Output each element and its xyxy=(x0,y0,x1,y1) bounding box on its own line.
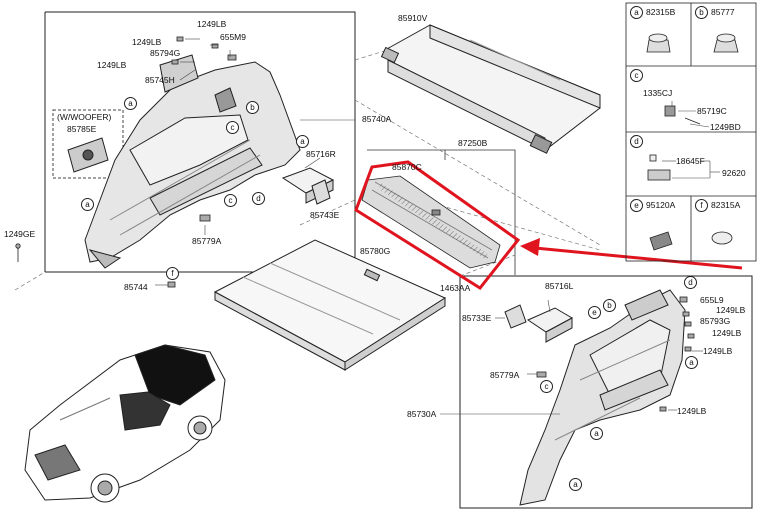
label-85779A-left: 85779A xyxy=(192,236,222,246)
callout-c-left-top: c xyxy=(226,121,239,134)
box-85716L xyxy=(526,307,574,343)
legend-parts xyxy=(646,33,739,251)
label-85716R: 85716R xyxy=(306,149,336,159)
legend-cell-c: c xyxy=(630,69,646,82)
callout-c-left-bottom: c xyxy=(224,194,237,207)
label-85740A: 85740A xyxy=(362,114,392,124)
legend-grid xyxy=(625,2,757,262)
label-85779A-right: 85779A xyxy=(490,370,520,380)
callout-b-right: b xyxy=(603,299,616,312)
label-1249LB-low: 1249LB xyxy=(97,60,127,70)
legend-callout-b: b xyxy=(695,6,708,19)
label-85743E: 85743E xyxy=(310,210,340,220)
callout-f-left: f xyxy=(166,267,179,280)
left-panel-frame xyxy=(44,11,356,273)
label-1249LB-r3: 1249LB xyxy=(703,346,733,356)
label-655M9: 655M9 xyxy=(220,32,246,42)
legend-b-part: 85777 xyxy=(711,6,735,17)
callout-d-right: d xyxy=(684,276,697,289)
legend-callout-d: d xyxy=(630,135,643,148)
highlight-box xyxy=(354,160,521,290)
callout-b-left: b xyxy=(246,101,259,114)
woofer-speaker xyxy=(67,137,109,173)
label-85794G: 85794G xyxy=(150,48,181,58)
label-85785E: 85785E xyxy=(67,124,97,134)
legend-e-part: 95120A xyxy=(646,199,676,210)
callout-a-left-bottom: a xyxy=(81,198,94,211)
label-85793G: 85793G xyxy=(700,316,731,326)
legend-a-part: 82315B xyxy=(646,6,676,17)
label-85745H: 85745H xyxy=(145,75,175,85)
label-85780G: 85780G xyxy=(360,246,391,256)
label-85744: 85744 xyxy=(124,282,148,292)
bracket-85743E xyxy=(311,179,331,205)
legend-f-part: 82315A xyxy=(711,199,741,210)
label-85733E: 85733E xyxy=(462,313,492,323)
label-1249LB-r1: 1249LB xyxy=(716,305,746,315)
sill-trim xyxy=(361,175,501,269)
callout-e-right: e xyxy=(588,306,601,319)
label-1249LB-r2: 1249LB xyxy=(712,328,742,338)
callout-d-left: d xyxy=(252,192,265,205)
label-655L9: 655L9 xyxy=(700,295,724,305)
right-fasteners xyxy=(536,296,695,412)
legend-d-part2: 92620 xyxy=(722,168,746,178)
left-fasteners xyxy=(15,36,237,288)
vehicle-illustration xyxy=(24,344,226,503)
label-1249LB-top: 1249LB xyxy=(197,19,227,29)
left-leader-lines xyxy=(155,38,355,286)
left-trim-panel xyxy=(84,54,301,269)
cargo-floor-board xyxy=(213,239,447,371)
label-1249LB-r4: 1249LB xyxy=(677,406,707,416)
cargo-cover xyxy=(380,24,601,154)
label-85870C: 85870C xyxy=(392,162,422,172)
label-85716L: 85716L xyxy=(545,281,574,291)
legend-d-part1: 18645F xyxy=(676,156,705,166)
legend-cell-d: d xyxy=(630,135,646,148)
label-85730A: 85730A xyxy=(407,409,437,419)
label-85910V: 85910V xyxy=(398,13,428,23)
legend-leaders xyxy=(662,101,720,179)
legend-callout-a: a xyxy=(630,6,643,19)
right-trim-panel xyxy=(519,289,686,506)
callout-c-right: c xyxy=(540,380,553,393)
center-box-frame xyxy=(367,149,516,275)
right-leader-lines xyxy=(440,299,703,415)
callout-a-right-bottom: a xyxy=(569,478,582,491)
callout-a-right-mid: a xyxy=(590,427,603,440)
callout-a-right-top: a xyxy=(685,356,698,369)
legend-c-part2: 85719C xyxy=(697,106,727,116)
legend-callout-f: f xyxy=(695,199,708,212)
right-panel-frame xyxy=(459,275,753,509)
label-1249GE: 1249GE xyxy=(4,229,36,239)
label-1463AA: 1463AA xyxy=(440,283,471,293)
highlight-arrow xyxy=(520,238,743,270)
label-87250B: 87250B xyxy=(458,138,488,148)
callout-a-left-side: a xyxy=(296,135,309,148)
legend-c-part3: 1249BD xyxy=(710,122,741,132)
label-woofer-note: (W/WOOFER) xyxy=(57,112,112,122)
legend-c-part1: 1335CJ xyxy=(643,88,673,98)
woofer-box xyxy=(52,109,124,179)
legend-callout-e: e xyxy=(630,199,643,212)
label-1249LB-mid: 1249LB xyxy=(132,37,162,47)
callout-a-left-top: a xyxy=(124,97,137,110)
bracket-85733E xyxy=(504,304,527,329)
legend-callout-c: c xyxy=(630,69,643,82)
